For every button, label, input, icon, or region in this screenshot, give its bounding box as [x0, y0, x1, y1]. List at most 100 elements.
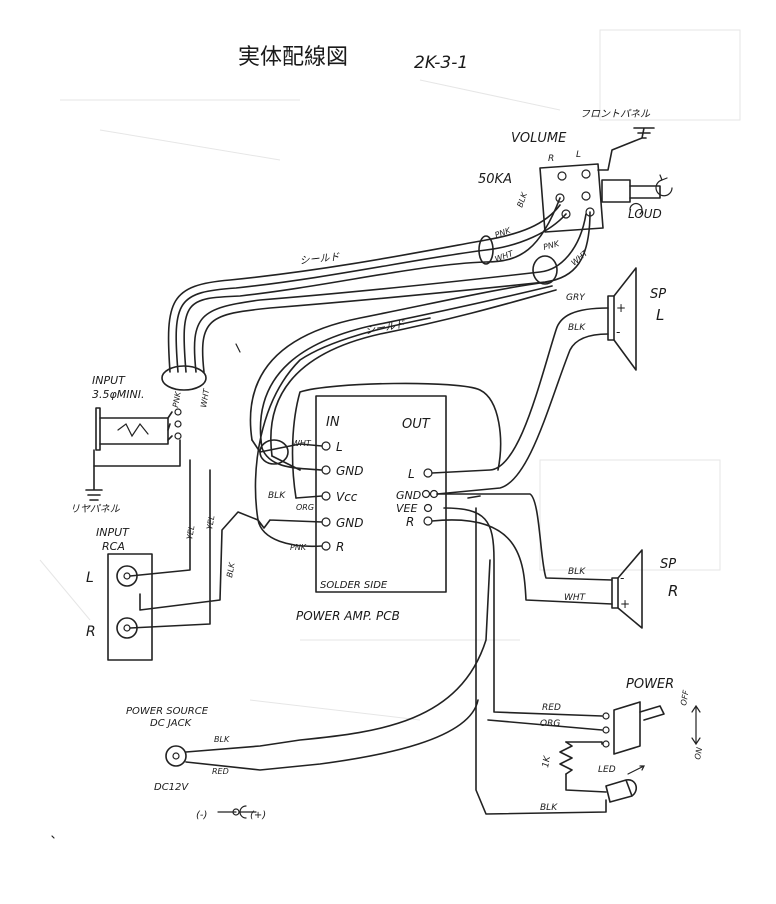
loud-label: LOUD: [628, 207, 662, 221]
rear-panel-label: リヤパネル: [70, 503, 121, 515]
sp-r-label: SP: [660, 557, 676, 572]
volume-lug-5: [561, 209, 571, 219]
pcb-pad-vcc: [321, 491, 331, 501]
pcb-pin-vcc: Vcc: [336, 490, 358, 504]
power-switch: POWER OFF ON RED ORG 1K LED BLK: [443, 507, 704, 815]
pcb-pin-in-l: L: [336, 440, 343, 454]
volume-label: VOLUME: [511, 131, 567, 146]
sp-r-blk: BLK: [568, 567, 586, 577]
dc-jack: [165, 745, 187, 767]
pcb-in-label: IN: [326, 415, 340, 430]
power-red: RED: [542, 703, 561, 713]
mini-pnk-label: PNK: [171, 390, 183, 408]
power-off: OFF: [679, 689, 691, 706]
switch-direction-arrow-icon: [691, 704, 701, 746]
resistor-1k: [559, 741, 573, 775]
sp-l-wires: [431, 307, 609, 495]
input-rca-jacks: INPUT RCA L R YEL YEL BLK: [86, 459, 259, 661]
pcb-input-wires: [251, 439, 323, 548]
sp-l-blk: BLK: [568, 323, 586, 333]
rca-wires: [129, 459, 259, 629]
diagram-title: 実体配線図: [238, 45, 348, 70]
mini-jack-contacts: [117, 422, 149, 438]
power-org: ORG: [540, 719, 560, 729]
stray-marks: [51, 343, 241, 839]
sp-l-minus: -: [616, 325, 620, 339]
polarity-center-pin: [232, 808, 240, 816]
sp-r-minus: -: [620, 571, 624, 585]
sp-r-plus: +: [620, 597, 630, 611]
pcb-pin-in-r: R: [336, 540, 344, 554]
volume-r-label: R: [548, 154, 554, 164]
diagram-code: 2K-3-1: [414, 53, 468, 73]
pcb-caption: POWER AMP. PCB: [296, 609, 400, 623]
power-led: LED: [598, 765, 616, 775]
pcb-org-label: ORG: [296, 503, 314, 512]
shield-label-2: シールド: [365, 319, 407, 337]
speaker-right: - + SP R BLK WHT: [431, 493, 678, 629]
pcb-pin-in-gnd: GND: [336, 464, 364, 478]
rotation-arrow-icon: [655, 174, 673, 197]
shield-label-1: シールド: [299, 252, 341, 267]
power-source: POWER SOURCE DC JACK DC12V BLK RED (-) (…: [126, 559, 491, 821]
led-body: [605, 779, 638, 803]
volume-ground-wire: [597, 127, 655, 171]
rca-l-label: L: [86, 570, 94, 586]
volume-body: [539, 163, 604, 233]
switch-lever: [639, 705, 665, 721]
volume-shaft: [629, 185, 661, 199]
power-label: POWER: [626, 677, 674, 692]
volume-lug-1: [557, 171, 567, 181]
loud-arrow-icon: [629, 202, 643, 215]
pcb-pad-in-gnd: [321, 465, 331, 475]
power-source-blk: BLK: [214, 735, 230, 744]
power-res: 1K: [541, 754, 553, 768]
pcb-blk-label: BLK: [268, 491, 286, 501]
volume-pnk-label-2: PNK: [542, 239, 561, 252]
rca-yel-label-2: YEL: [205, 515, 216, 531]
pcb-pad-gnd2: [321, 517, 331, 527]
power-blk: BLK: [540, 803, 558, 813]
volume-lug-3: [555, 193, 565, 203]
mini-shield-knot: [161, 365, 207, 391]
mini-ground-symbol: [85, 449, 103, 501]
sp-l-label: SP: [650, 287, 666, 302]
input-mini-title: INPUT: [92, 374, 126, 387]
input-mini-jack: INPUT 3.5φMINI. PNK WHT リヤパネル: [70, 365, 211, 515]
polarity-plus: (+): [250, 810, 266, 821]
front-panel-label: フロントパネル: [580, 108, 651, 120]
volume-pot: VOLUME 50KA R L フロントパネル LOUD BLK PNK PNK…: [478, 108, 673, 268]
pcb-out-label: OUT: [402, 417, 431, 432]
pcb-pad-in-r: [321, 541, 331, 551]
rca-blk-label: BLK: [225, 561, 237, 578]
sp-l-gry: GRY: [566, 293, 586, 303]
mini-jack-panel: [95, 407, 101, 451]
pcb-pin-out-l: L: [408, 467, 415, 481]
shield-sleeve-2: [532, 255, 558, 285]
pcb-pin-out-r: R: [406, 515, 414, 529]
rca-sub: RCA: [102, 540, 125, 553]
pcb-pin-vee: VEE: [396, 502, 417, 515]
power-source-sub: DC JACK: [150, 718, 193, 729]
power-on: ON: [693, 747, 704, 761]
polarity-minus: (-): [196, 810, 207, 821]
speaker-left: + - SP L GRY BLK: [431, 267, 666, 495]
shield-cables: シールド シールド: [167, 197, 591, 521]
dc-jack-wires: [185, 559, 491, 771]
mini-jack-body: [99, 417, 169, 445]
volume-blk-label: BLK: [515, 191, 529, 209]
power-source-title: POWER SOURCE: [126, 706, 209, 717]
switch-body: [613, 701, 641, 755]
pcb-pin-gnd2: GND: [336, 516, 364, 530]
pcb-pad-out-r: [423, 516, 433, 526]
power-amp-pcb: IN OUT L GND Vcc GND R L GND VEE R SOLDE…: [251, 382, 502, 623]
pcb-pad-out-gnd: [421, 489, 431, 499]
pcb-solder-side: SOLDER SIDE: [320, 580, 388, 591]
rca-panel: [107, 553, 153, 661]
power-wires: [443, 507, 607, 815]
dc-polarity-symbol: [217, 805, 257, 819]
volume-lug-4: [581, 191, 591, 201]
pcb-loop-wire: [291, 382, 502, 499]
power-source-voltage: DC12V: [154, 782, 189, 793]
